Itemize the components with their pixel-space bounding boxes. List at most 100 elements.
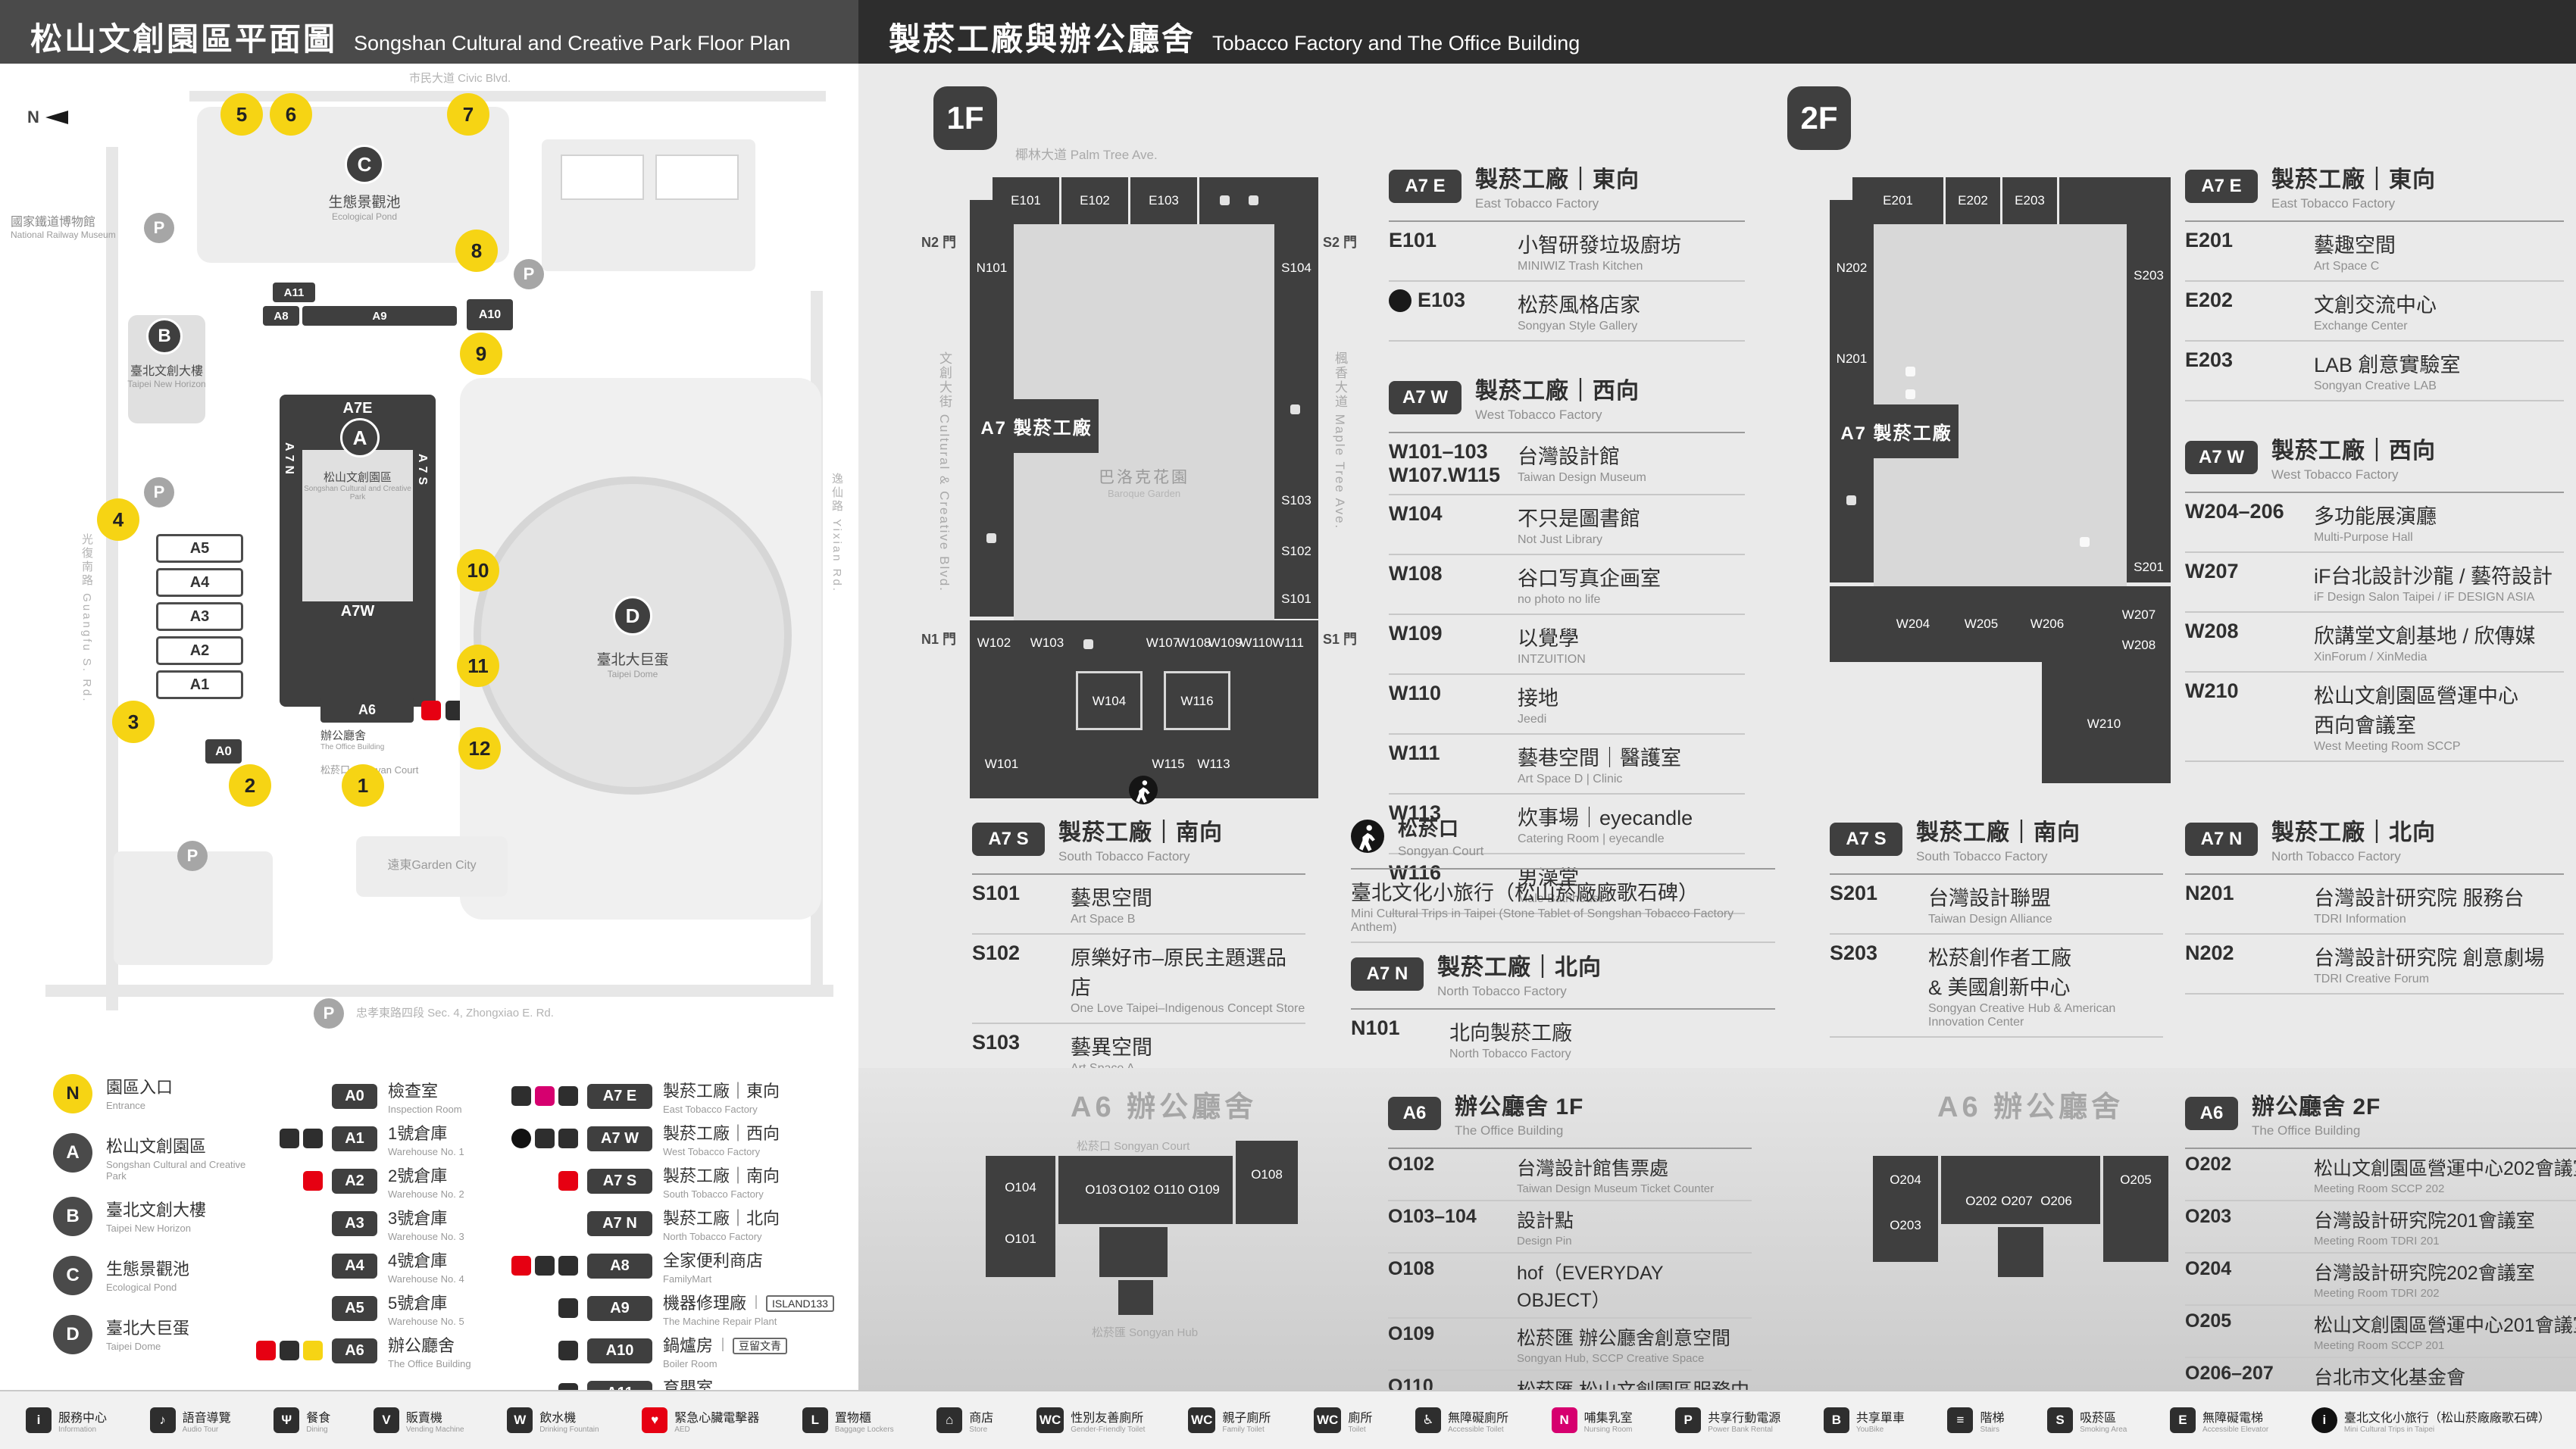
room-label: O207 — [2001, 1194, 2033, 1208]
dome-label: 臺北大巨蛋 Taipei Dome — [596, 652, 669, 679]
facility-icon: i — [26, 1407, 52, 1433]
legend-row: A0 檢查室 Inspection Room — [250, 1079, 492, 1115]
office-building-strip: A6 辦公廳舍 松菸口 Songyan Court O104 O101 O103… — [858, 1068, 2576, 1449]
west-annex-wall — [2042, 662, 2171, 783]
room-label: W208 — [2121, 638, 2156, 652]
room-code: E103 — [1389, 289, 1502, 312]
room-label: E102 — [1080, 193, 1110, 208]
songyan-court-icon — [1351, 820, 1384, 853]
facility-icon: Ψ — [274, 1407, 300, 1433]
maple-tree-ave-label: 楓香大道 Maple Tree Ave. — [1333, 351, 1347, 530]
room-label: O103 — [1085, 1182, 1117, 1197]
north-arrow-icon — [45, 111, 68, 124]
facility-icons — [250, 1129, 323, 1148]
tenant-note: ISLAND133 — [746, 1292, 834, 1312]
room-e102 — [1061, 177, 1128, 224]
building-code-badge: A10 — [587, 1338, 652, 1363]
room-code: O103–104 — [1388, 1206, 1477, 1227]
room-code: N101 — [1351, 1016, 1400, 1039]
room-label: O205 — [2120, 1173, 2152, 1187]
a7n-badge: A7 N — [2185, 822, 2258, 856]
building-code-badge: A7 S — [587, 1168, 652, 1194]
facility-icon: ⌂ — [936, 1407, 963, 1433]
building-code-badge: A7 W — [587, 1126, 652, 1151]
room-code: S102 — [972, 942, 1021, 964]
legend-marker-circle: B — [53, 1197, 92, 1236]
building-code-badge: A3 — [332, 1210, 377, 1236]
gate-n1: N1 門 — [921, 632, 957, 647]
building-code-badge: A7 E — [587, 1083, 652, 1109]
entrance-marker: 4 — [97, 498, 139, 541]
a7-plan-title: A7 製菸工廠 — [974, 399, 1099, 453]
a6-badge: A6 — [2185, 1096, 2238, 1130]
legend-row: A10 鍋爐房豆留文青 Boiler Room — [505, 1333, 854, 1369]
room-label: W107 — [1146, 635, 1180, 650]
facility-icons — [505, 1171, 578, 1191]
room-code: E202 — [2185, 289, 2234, 311]
room-label: O204 — [1890, 1173, 1921, 1187]
room-code: O202 — [2185, 1154, 2232, 1175]
facility-legend-item: i 臺北文化小旅行（松山菸廠廠歌石碑）Mini Cultural Trips i… — [2311, 1407, 2550, 1434]
north-indicator: N — [27, 108, 68, 127]
building-code-badge: A9 — [587, 1295, 652, 1321]
baroque-garden-label: 巴洛克花園 Baroque Garden — [1099, 469, 1190, 499]
toilet-icon — [535, 1129, 555, 1148]
cultural-blvd-label: 文創大街 Cultural & Creative Blvd. — [937, 351, 952, 592]
entrance-marker: 5 — [220, 93, 263, 136]
facility-icon — [1905, 367, 1915, 376]
room-label: W204 — [1896, 617, 1930, 631]
north-wing-wall — [1830, 200, 1874, 582]
facility-icon: ♥ — [642, 1407, 668, 1433]
gate-n2: N2 門 — [921, 235, 957, 250]
facility-icon: ♪ — [149, 1407, 176, 1433]
street-left-label: 光復南路 Guangfu S. Rd. — [80, 533, 93, 704]
facility-icon: W — [507, 1407, 533, 1433]
entrance-marker: 7 — [447, 93, 489, 136]
building-a3: A3 — [156, 602, 243, 631]
facility-icon — [1846, 495, 1856, 505]
facility-icons — [505, 1298, 578, 1318]
legend-markers: N 園區入口 Entrance A 松山文創園區 Songshan Cultur… — [53, 1074, 265, 1374]
legend-row: A6 辦公廳舍 The Office Building — [250, 1333, 492, 1369]
sccp-label: 松山文創園區 Songshan Cultural and Creative Pa… — [304, 471, 411, 501]
list-item: O108 hof（EVERYDAY OBJECT） — [1388, 1254, 1752, 1319]
room-code: W101–103 W107.W115 — [1389, 440, 1501, 486]
marker-b: B — [146, 318, 183, 354]
legend-row: A7 E 製菸工廠｜東向 East Tobacco Factory — [505, 1079, 854, 1115]
room-label: E203 — [2015, 193, 2045, 208]
songyan-court-plan-label: 松菸口 Songyan Court — [1077, 1140, 1190, 1153]
plan-a6-2f: O204 O203 O202 O207 O206 O205 — [1873, 1133, 2168, 1330]
legend-row: C 生態景觀池 Ecological Pond — [53, 1256, 265, 1300]
room-label: O203 — [1890, 1218, 1921, 1232]
room-label: S104 — [1281, 261, 1311, 275]
street-right-label: 逸仙路 Yixian Rd. — [830, 473, 843, 593]
a7w-badge: A7 W — [1389, 380, 1462, 414]
songyan-court-label: 松菸口 Songyan Court — [320, 764, 419, 776]
room-e202 — [1946, 177, 2000, 224]
room-label: W108 — [1177, 635, 1211, 650]
office-east-block — [2103, 1156, 2168, 1262]
legend-marker-circle: A — [53, 1133, 92, 1173]
legend-row: A5 5號倉庫 Warehouse No. 5 — [250, 1291, 492, 1327]
legend-marker-circle: D — [53, 1315, 92, 1354]
facility-icon: ≡ — [1947, 1407, 1974, 1433]
facility-icon — [1083, 639, 1093, 649]
a7w-badge: A7 W — [2185, 440, 2258, 474]
